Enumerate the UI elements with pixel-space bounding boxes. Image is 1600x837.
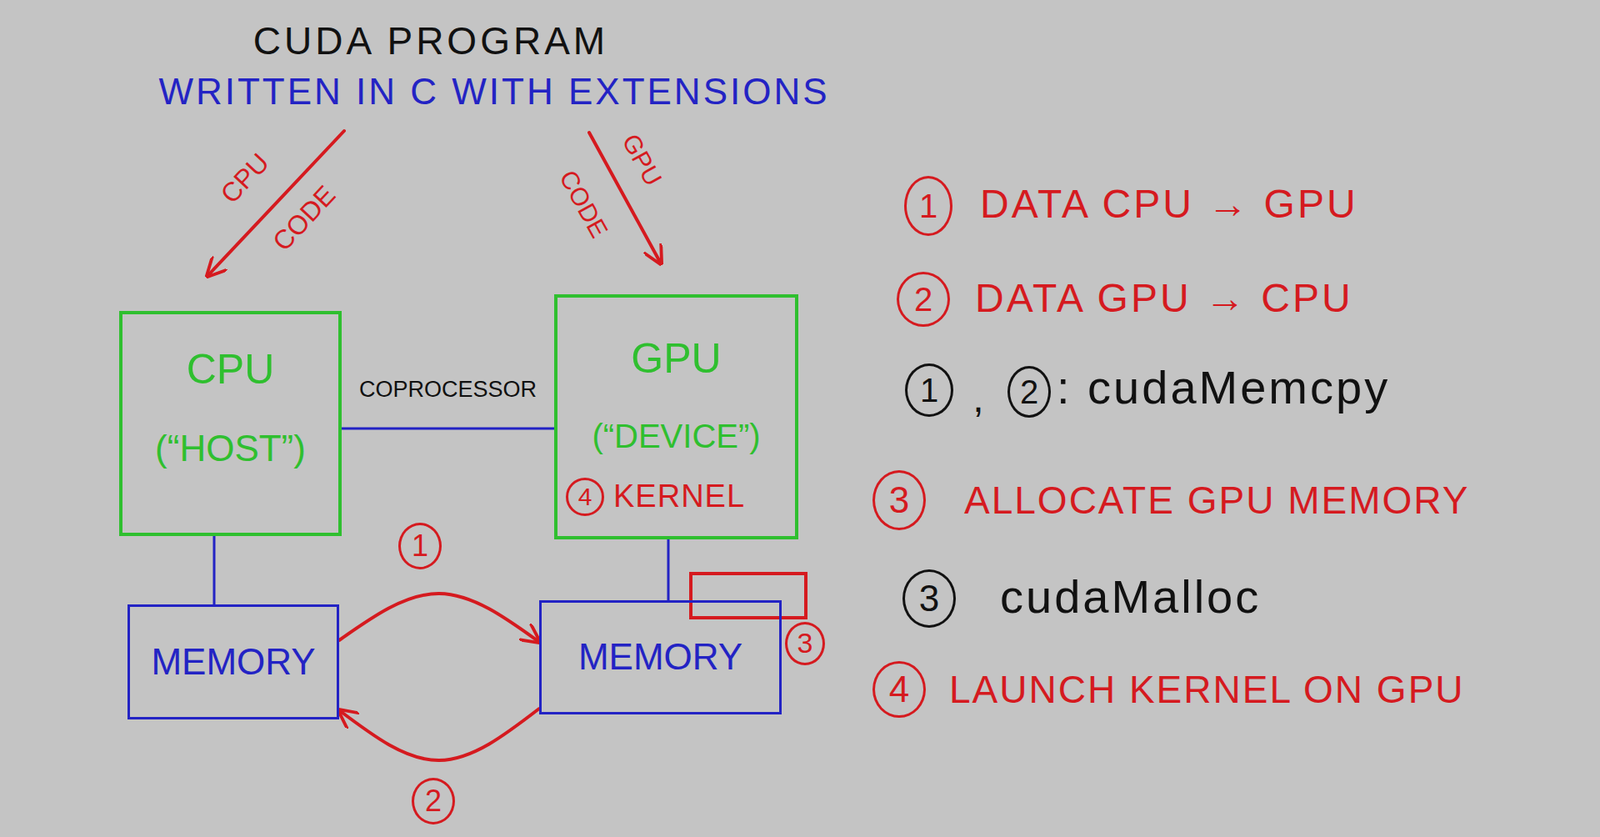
node-heading: MEMORY [150,640,315,684]
step-text: DATA CPU → GPU [980,180,1359,227]
step-text: DATA GPU → CPU [975,275,1354,321]
callout-number: 1 [398,522,442,570]
arrow-label: CPU [215,147,276,210]
callout-number: 3 [872,470,926,530]
callout-number: 1 [905,363,954,417]
copy-arrow [339,593,540,642]
node-heading: GPU [630,335,721,384]
copy-arrow [339,708,540,760]
diagram-title: CUDA PROGRAM [253,19,609,64]
arrow-label: CODE [266,180,342,258]
separator: , [972,375,984,421]
callout-number: 1 [904,175,953,236]
node-heading: MEMORY [578,635,743,679]
node-heading: CPU [186,345,275,395]
arrow-label: GPU [615,129,668,191]
cpu-code-arrow [207,130,345,276]
memory-box: MEMORY [127,604,340,720]
link-line [341,427,555,430]
step-text: LAUNCH KERNEL ON GPU [949,667,1465,712]
kernel-label: KERNEL [613,478,745,515]
link-line [667,539,670,600]
step-text: ALLOCATE GPU MEMORY [964,478,1470,523]
api-name: : cudaMemcpy [1056,360,1390,415]
node-subheading: (“DEVICE”) [591,416,760,455]
subtitle: WRITTEN IN C WITH EXTENSIONS [158,70,830,114]
allocated-region [690,573,806,618]
callout-number: 2 [896,271,950,327]
callout-number: 4 [565,477,605,516]
arrow-label: CODE [553,165,614,244]
callout-number: 4 [872,660,926,718]
callout-number: 2 [1007,365,1051,418]
node-subheading: (“HOST”) [155,427,306,470]
callout-number: 3 [785,621,825,665]
memory-box: MEMORY [539,600,782,715]
link-line [213,535,216,605]
host-box: CPU (“HOST”) [119,310,342,536]
callout-number: 2 [411,777,455,825]
callout-number: 3 [902,569,956,628]
edge-label: COPROCESSOR [359,376,537,403]
api-name: cudaMalloc [1000,570,1261,624]
